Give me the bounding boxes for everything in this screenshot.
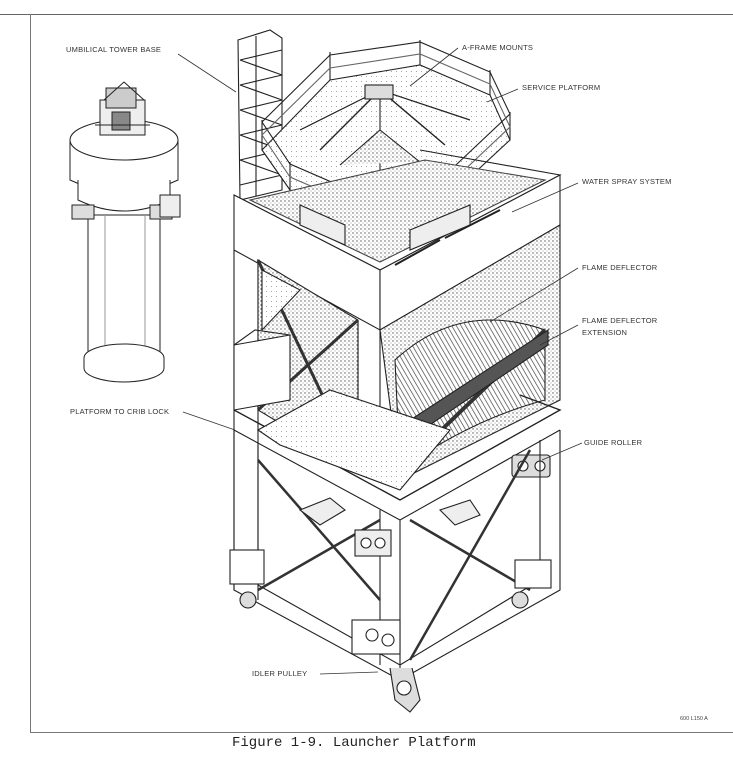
leader-a-frame-mounts — [409, 47, 459, 87]
callout-leaders — [177, 47, 583, 675]
figure-frame — [30, 14, 733, 733]
callout-umbilical-tower-base: UMBILICAL TOWER BASE — [66, 45, 162, 54]
callout-flame-deflector-extension-line2: EXTENSION — [582, 328, 628, 337]
leader-service-platform — [486, 88, 519, 103]
page-top-rule — [0, 14, 733, 15]
callout-flame-deflector: FLAME DEFLECTOR — [582, 263, 658, 272]
leader-idler-pulley — [319, 671, 379, 675]
callout-guide-roller: GUIDE ROLLER — [584, 438, 643, 447]
figure-caption: Figure 1-9. Launcher Platform — [232, 735, 476, 751]
leader-flame-deflector — [489, 267, 579, 323]
drawing-code: 600 L150 A — [680, 716, 708, 722]
callout-flame-deflector-extension-line1: FLAME DEFLECTOR — [582, 316, 658, 325]
callout-idler-pulley: IDLER PULLEY — [252, 669, 308, 678]
leader-umbilical-tower-base — [177, 53, 237, 93]
leader-platform-to-crib-lock — [182, 411, 236, 431]
umbilical-tower-base — [69, 81, 181, 383]
leader-guide-roller — [541, 442, 583, 461]
launcher-platform-structure — [229, 29, 562, 713]
callout-water-spray-system: WATER SPRAY SYSTEM — [582, 177, 672, 186]
leader-flame-deflector-extension — [539, 324, 579, 346]
leader-water-spray-system — [511, 182, 579, 213]
callout-a-frame-mounts: A-FRAME MOUNTS — [462, 43, 534, 52]
callout-platform-to-crib-lock: PLATFORM TO CRIB LOCK — [70, 407, 170, 416]
callout-service-platform: SERVICE PLATFORM — [522, 83, 601, 92]
